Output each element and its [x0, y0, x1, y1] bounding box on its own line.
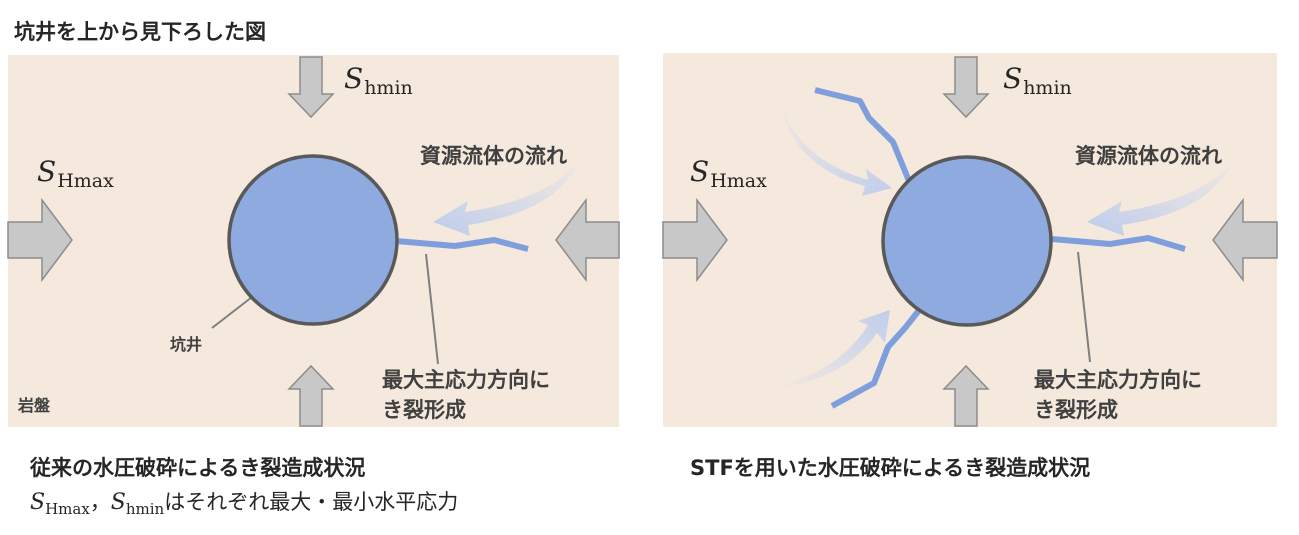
caption-left-note: SHmax，Shminはそれぞれ最大・最小水平応力 [30, 490, 459, 518]
fracture-left [395, 237, 529, 252]
fluid-flow-arrow-left [433, 163, 578, 236]
leader-fracture-right [1077, 251, 1091, 363]
fracture-right-lower [830, 302, 927, 409]
leader-well-left [211, 296, 253, 329]
wellbore-left [227, 154, 399, 326]
flow-label-left: 資源流体の流れ [420, 144, 567, 168]
shmax-arrow-left-right [662, 197, 728, 283]
fracture-right-upper [814, 87, 912, 183]
shmin-arrow-top-right [942, 56, 990, 119]
fluid-flow-arrow-lower-left [775, 310, 890, 388]
rock-label: 岩盤 [18, 396, 51, 415]
shmin-arrow-top-left [287, 56, 335, 119]
fracture-label-left-line2: き裂形成 [382, 398, 466, 422]
fluid-flow-arrow-upper-left [780, 104, 892, 196]
wellbore-right [881, 155, 1053, 327]
shmin-arrow-bottom-left [287, 364, 335, 427]
shmin-label-right: Shmin [1003, 62, 1072, 99]
leader-fracture-left [425, 253, 439, 365]
fracture-label-left-line1: 最大主応力方向に [382, 368, 550, 392]
caption-right-title: STFを用いた水圧破砕によるき裂造成状況 [690, 456, 1091, 480]
shmax-arrow-left-left [7, 197, 73, 283]
fluid-flow-arrow-right [1087, 163, 1232, 236]
diagram-heading: 坑井を上から見下ろした図 [14, 20, 266, 44]
well-label: 坑井 [170, 335, 203, 354]
shmax-arrow-right-right [1212, 197, 1278, 283]
flow-label-right: 資源流体の流れ [1075, 144, 1222, 168]
fracture-label-right-line1: 最大主応力方向に [1034, 368, 1202, 392]
shmin-arrow-bottom-right [942, 364, 990, 427]
shmax-arrow-right-left [555, 197, 620, 283]
shmax-label-right: SHmax [690, 155, 767, 192]
shmax-label-left: SHmax [37, 155, 114, 192]
fracture-label-right-line2: き裂形成 [1034, 398, 1118, 422]
shmin-label-left: Shmin [344, 62, 413, 99]
caption-left-title: 従来の水圧破砕によるき裂造成状況 [30, 456, 366, 480]
fracture-right-main [1051, 235, 1186, 252]
